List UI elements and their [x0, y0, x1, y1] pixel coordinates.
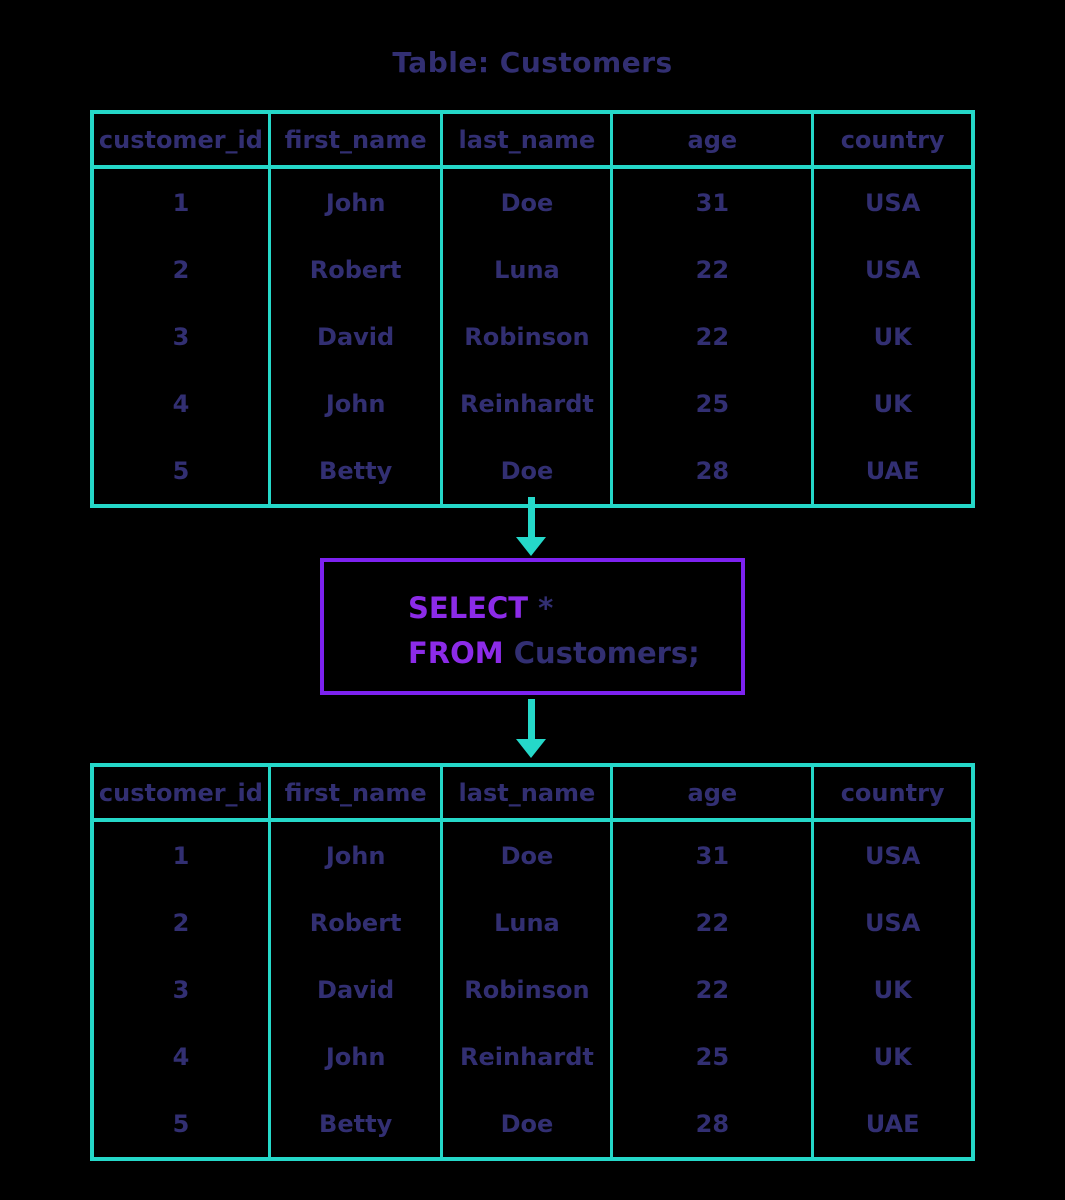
sql-keyword-from: FROM — [408, 636, 504, 670]
sql-select-args: * — [528, 591, 554, 625]
table-cell: 3 — [90, 303, 271, 370]
table-cell: UK — [811, 303, 975, 370]
table-cell: UK — [811, 370, 975, 437]
column-header: country — [811, 765, 975, 822]
table-cell: Luna — [440, 889, 614, 956]
column-header: first_name — [267, 112, 444, 169]
table-cell: USA — [811, 889, 975, 956]
sql-line-select: SELECT * — [408, 586, 741, 631]
table-cell: 4 — [90, 1023, 271, 1090]
table-cell: UK — [811, 956, 975, 1023]
table-cell: 28 — [610, 1090, 815, 1159]
table-cell: 22 — [610, 236, 815, 303]
table-cell: David — [267, 956, 444, 1023]
table-cell: 5 — [90, 437, 271, 506]
table-cell: USA — [811, 167, 975, 236]
table-cell: 5 — [90, 1090, 271, 1159]
arrow-stem — [527, 699, 535, 739]
column-header: customer_id — [90, 765, 271, 822]
table-cell: 28 — [610, 437, 815, 506]
table-cell: 1 — [90, 167, 271, 236]
down-arrow-icon — [516, 699, 546, 758]
column-header: last_name — [440, 112, 614, 169]
table-cell: Reinhardt — [440, 370, 614, 437]
table-cell: Doe — [440, 437, 614, 506]
sql-from-args: Customers; — [503, 636, 700, 670]
table-cell: UAE — [811, 437, 975, 506]
table-cell: 25 — [610, 370, 815, 437]
table-cell: 31 — [610, 820, 815, 889]
table-cell: Robert — [267, 889, 444, 956]
table-cell: Betty — [267, 1090, 444, 1159]
table-cell: Doe — [440, 820, 614, 889]
arrow-stem — [527, 497, 535, 537]
table-cell: Luna — [440, 236, 614, 303]
table-cell: Betty — [267, 437, 444, 506]
table-cell: 25 — [610, 1023, 815, 1090]
column-header: age — [610, 765, 815, 822]
column-header: age — [610, 112, 815, 169]
column-header: last_name — [440, 765, 614, 822]
table-cell: Doe — [440, 167, 614, 236]
sql-keyword-select: SELECT — [408, 591, 529, 625]
table-cell: 1 — [90, 820, 271, 889]
table-cell: 4 — [90, 370, 271, 437]
table-cell: USA — [811, 820, 975, 889]
table-cell: David — [267, 303, 444, 370]
table-cell: 31 — [610, 167, 815, 236]
table-cell: John — [267, 370, 444, 437]
table-cell: John — [267, 1023, 444, 1090]
table-cell: John — [267, 820, 444, 889]
table-cell: Robinson — [440, 956, 614, 1023]
table-cell: John — [267, 167, 444, 236]
column-header: country — [811, 112, 975, 169]
table-cell: Robert — [267, 236, 444, 303]
table-cell: 22 — [610, 956, 815, 1023]
table-cell: 22 — [610, 303, 815, 370]
table-cell: 3 — [90, 956, 271, 1023]
table-cell: 2 — [90, 889, 271, 956]
table-cell: 2 — [90, 236, 271, 303]
column-header: first_name — [267, 765, 444, 822]
sql-query-box: SELECT * FROM Customers; — [320, 558, 745, 695]
diagram-title: Table: Customers — [392, 46, 673, 79]
table-cell: USA — [811, 236, 975, 303]
table-cell: Doe — [440, 1090, 614, 1159]
table-cell: UK — [811, 1023, 975, 1090]
down-arrow-icon — [516, 497, 546, 556]
arrow-head — [516, 537, 546, 556]
table-cell: 22 — [610, 889, 815, 956]
table-cell: Reinhardt — [440, 1023, 614, 1090]
table-cell: UAE — [811, 1090, 975, 1159]
arrow-head — [516, 739, 546, 758]
column-header: customer_id — [90, 112, 271, 169]
table-cell: Robinson — [440, 303, 614, 370]
sql-line-from: FROM Customers; — [408, 631, 741, 676]
